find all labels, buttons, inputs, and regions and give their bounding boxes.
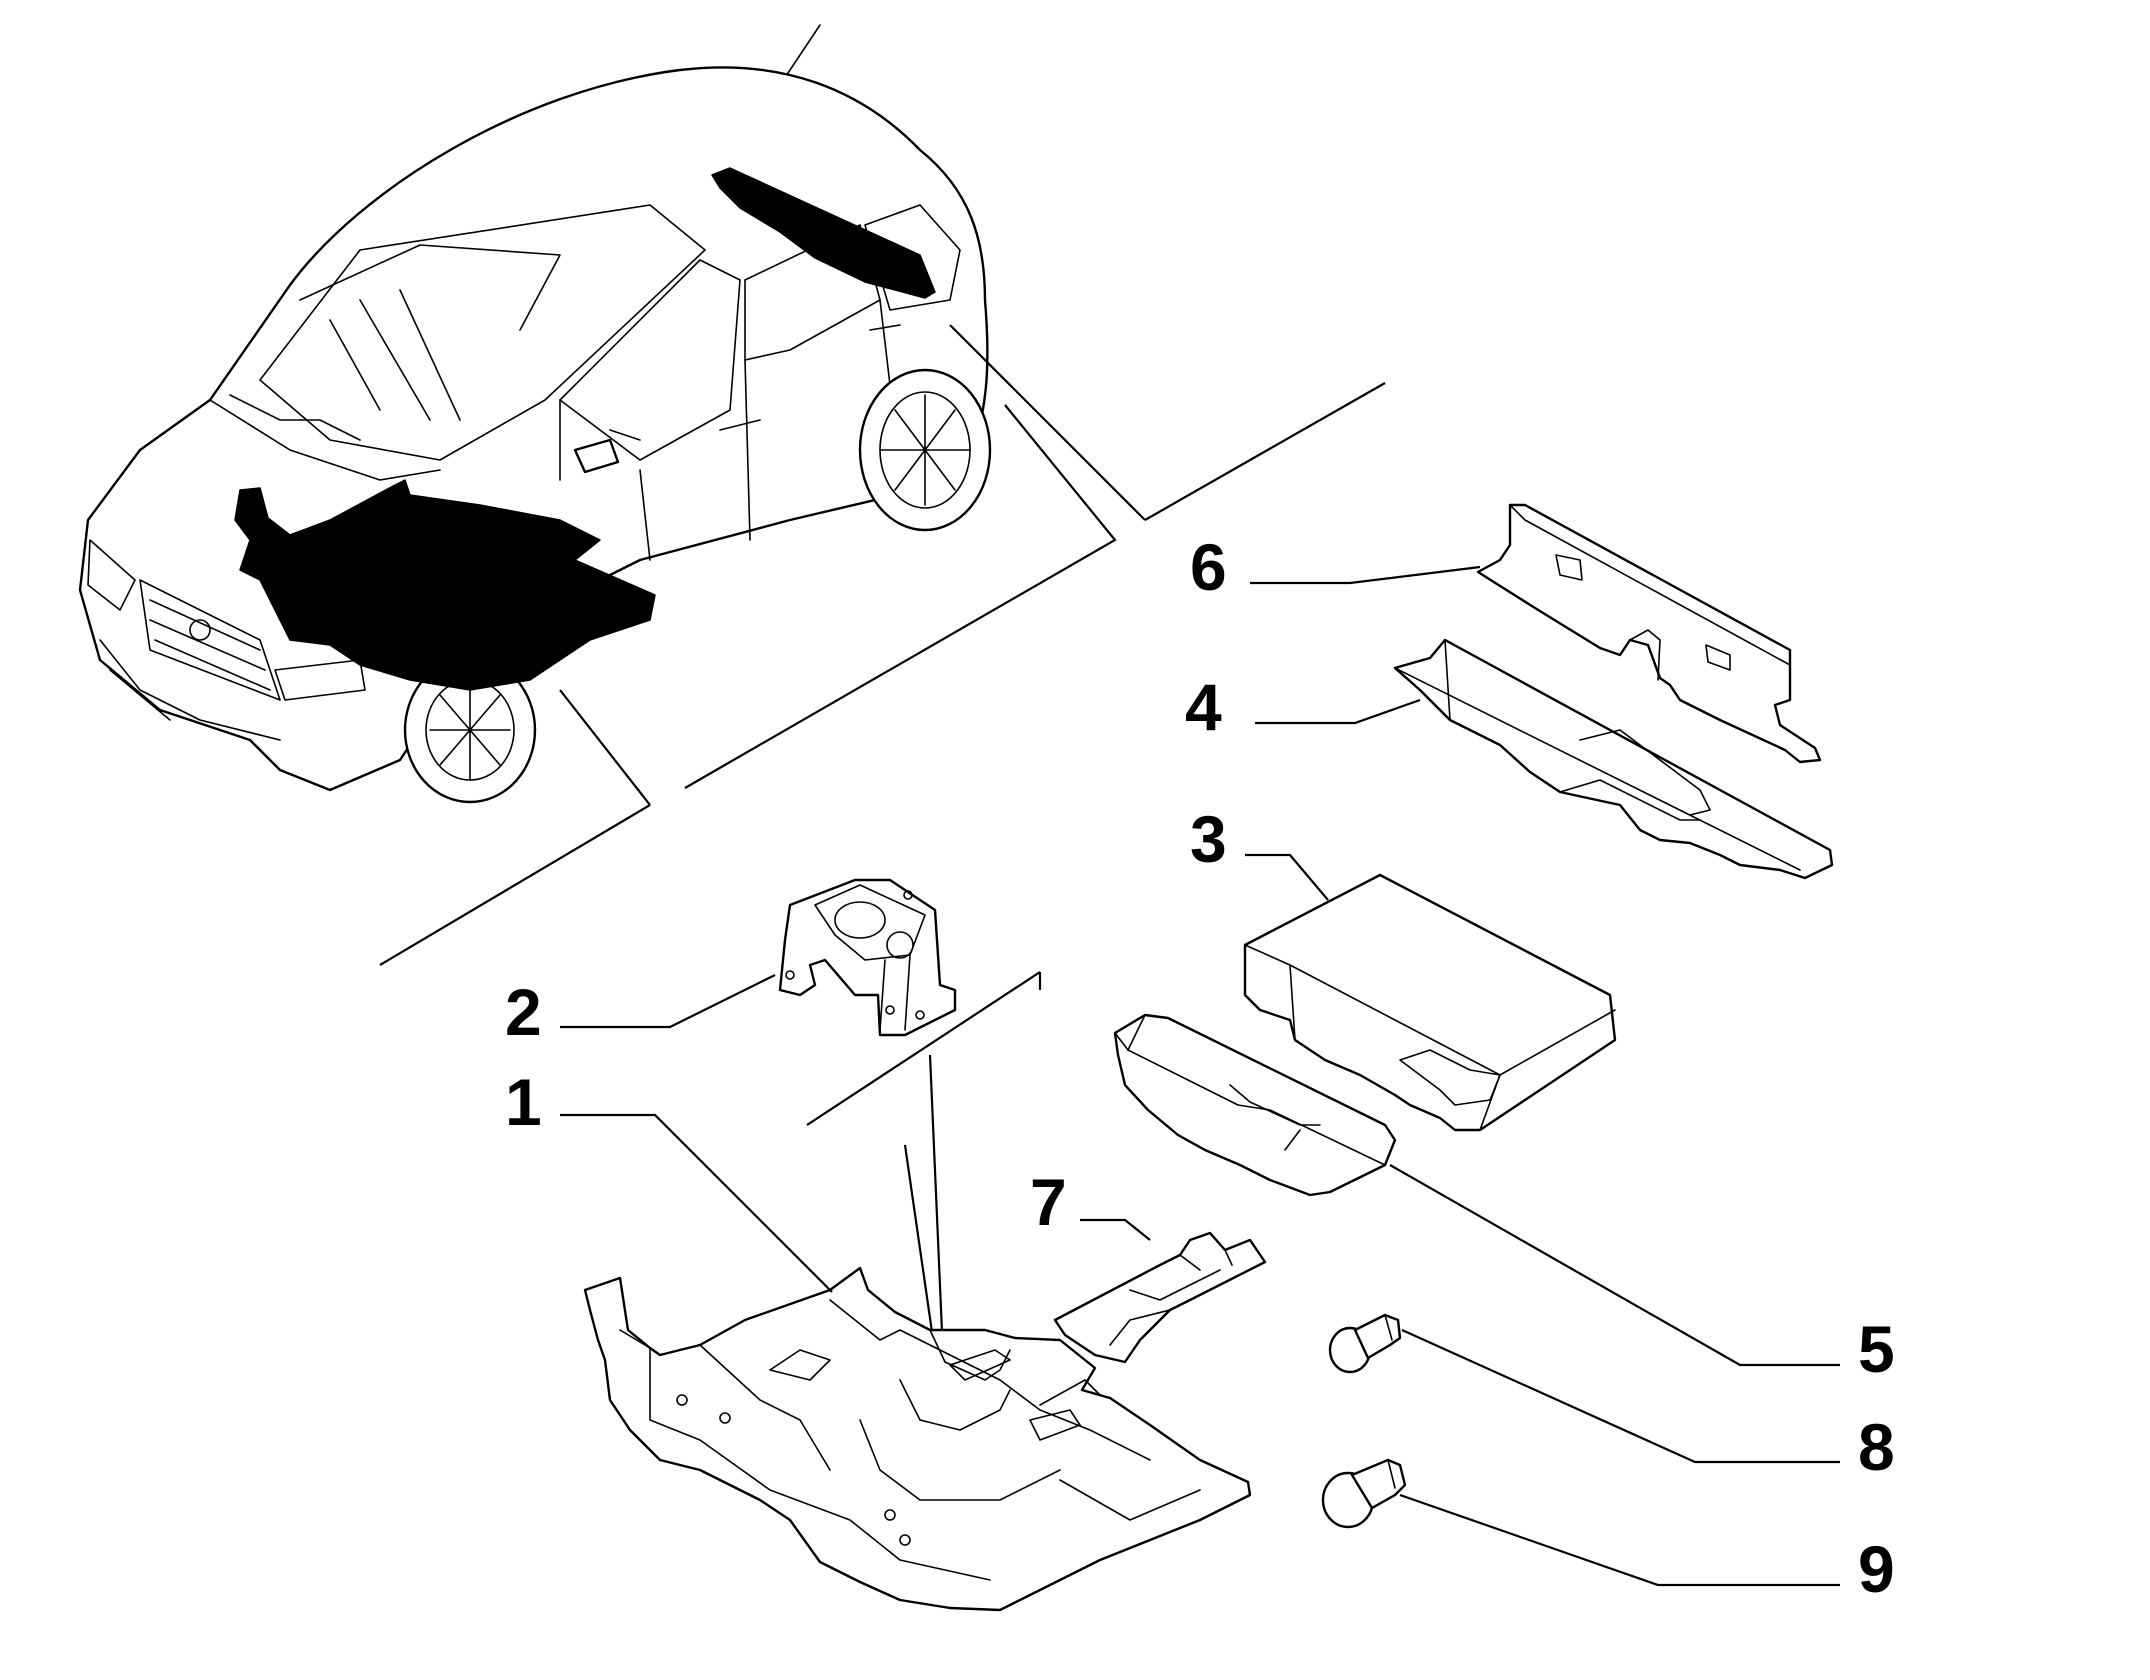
callout-4: 4	[1185, 670, 1222, 744]
part-storage-box[interactable]	[1243, 873, 1617, 1132]
callout-8: 8	[1858, 1410, 1895, 1484]
part-tunnel-piece[interactable]	[1053, 1231, 1267, 1364]
leader-4	[1255, 698, 1421, 725]
callout-3: 3	[1190, 802, 1227, 876]
leader-2	[560, 974, 776, 1029]
leader-9	[1399, 1493, 1840, 1587]
callout-leader-lines	[560, 565, 1840, 1587]
car-illustration	[78, 24, 992, 804]
part-clip-large[interactable]	[1321, 1458, 1407, 1529]
leader-7	[1080, 1218, 1151, 1241]
leader-8	[1401, 1328, 1840, 1464]
callout-5: 5	[1858, 1312, 1895, 1386]
callout-6: 6	[1190, 530, 1227, 604]
leader-6	[1250, 565, 1481, 585]
callout-labels: 2 1 3 4 5 6 7 8 9	[505, 530, 1895, 1606]
part-sill-cover[interactable]	[1393, 638, 1834, 880]
callout-9: 9	[1858, 1532, 1895, 1606]
leader-3	[1245, 853, 1329, 901]
part-side-tray[interactable]	[1113, 1013, 1397, 1197]
part-rear-panel[interactable]	[1476, 503, 1822, 764]
view-frame-lines	[379, 324, 1386, 1333]
callout-1: 1	[505, 1065, 542, 1139]
callout-7: 7	[1030, 1165, 1067, 1239]
part-clip-small[interactable]	[1328, 1313, 1402, 1374]
part-floor-carpet[interactable]	[583, 1266, 1252, 1612]
leader-5	[1389, 1164, 1840, 1367]
leader-1	[560, 1113, 833, 1293]
part-bracket[interactable]	[778, 878, 957, 1037]
callout-2: 2	[505, 975, 542, 1049]
